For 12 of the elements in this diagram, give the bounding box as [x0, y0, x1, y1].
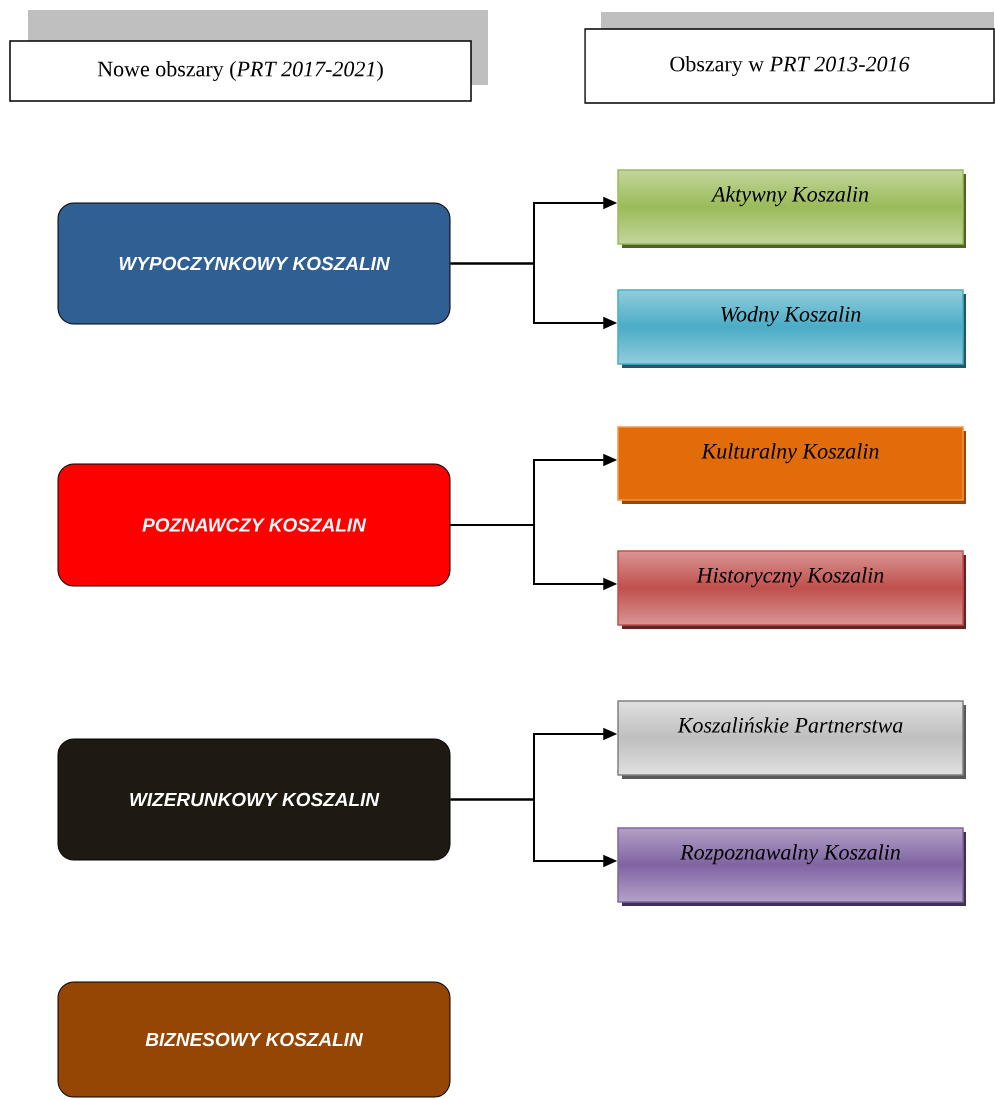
area-box: Rozpoznawalny Koszalin [617, 827, 966, 906]
area-box: Aktywny Koszalin [617, 169, 966, 248]
area-box: Wodny Koszalin [617, 289, 966, 368]
category-box: POZNAWCZY KOSZALIN [57, 463, 451, 587]
area-box: Kulturalny Koszalin [617, 426, 966, 504]
category-box: WIZERUNKOWY KOSZALIN [57, 738, 451, 861]
category-box: BIZNESOWY KOSZALIN [57, 981, 451, 1098]
area-box: Historyczny Koszalin [617, 550, 966, 629]
area-box: Koszalińskie Partnerstwa [617, 700, 966, 779]
header-box: Nowe obszary (PRT 2017-2021) [9, 10, 488, 102]
header-box: Obszary w PRT 2013-2016 [584, 12, 995, 104]
category-box: WYPOCZYNKOWY KOSZALIN [57, 202, 451, 325]
